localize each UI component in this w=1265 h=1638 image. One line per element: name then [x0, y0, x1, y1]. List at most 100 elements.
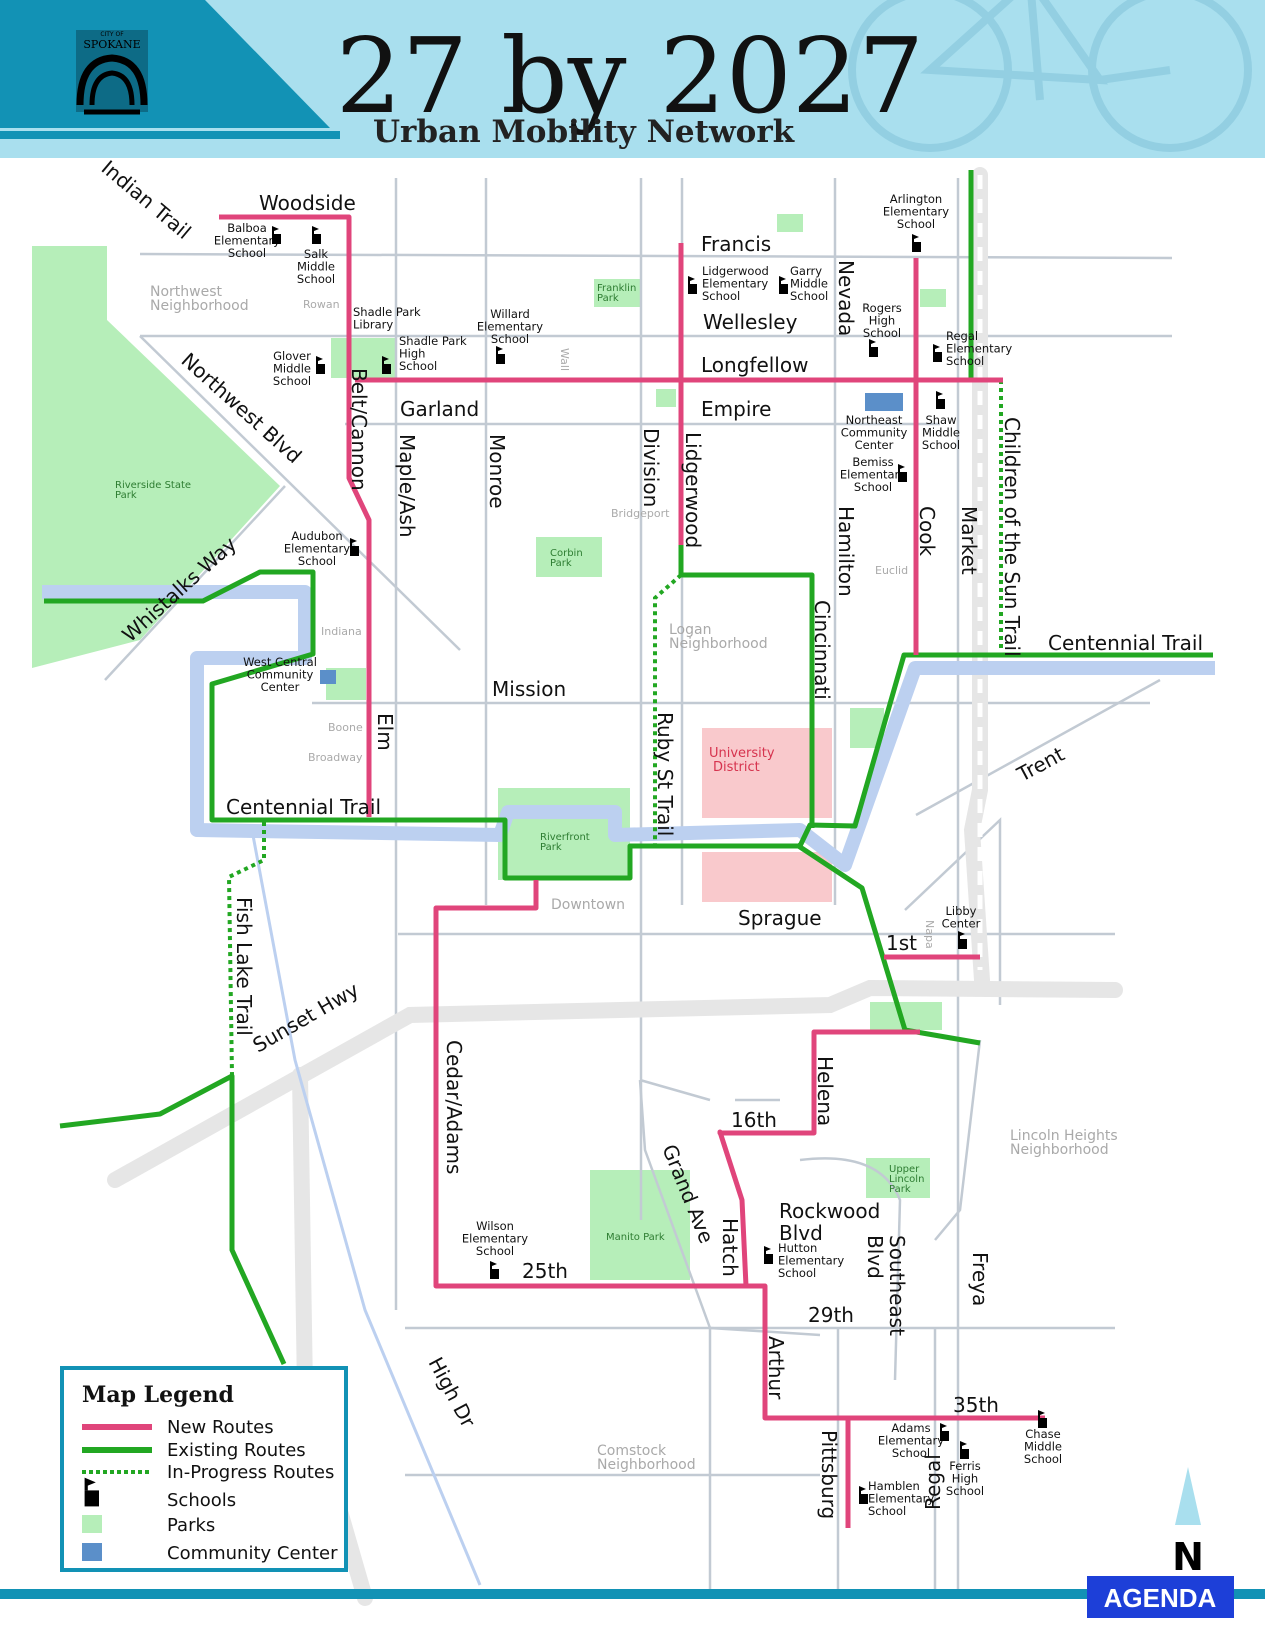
label-1st: 1st [886, 931, 917, 955]
map-legend: Map Legend New Routes Existing Routes In… [60, 1366, 348, 1572]
label-belt-cannon: Belt/Cannon [347, 368, 371, 491]
place-label: Willard [490, 307, 530, 321]
agenda-badge[interactable]: AGENDA [1087, 1576, 1234, 1618]
label-university-district: University [709, 746, 775, 761]
interstate-90 [107, 979, 1123, 1188]
place-label: School [892, 1446, 930, 1460]
park-upper-lincoln [866, 1158, 930, 1198]
legend-inprogress-routes: In-Progress Routes [167, 1462, 334, 1483]
legend-schools: Schools [167, 1490, 236, 1511]
north-arrow-icon [1175, 1467, 1201, 1525]
label-bridgeport: Bridgeport [611, 507, 670, 520]
label-16th: 16th [731, 1108, 777, 1132]
place-label: School [491, 332, 529, 346]
label-garland: Garland [400, 397, 479, 421]
label-corbin-park: Corbin [550, 548, 583, 559]
label-centennial-trail-west: Centennial Trail [226, 795, 381, 819]
label-children-of-the-sun-trail: Children of the Sun Trail [1000, 417, 1024, 657]
place-label: Salk [304, 247, 329, 261]
place-label: School [863, 326, 901, 340]
label-fish-lake-trail: Fish Lake Trail [232, 897, 256, 1036]
park-franklin [594, 279, 642, 307]
place-label: School [399, 359, 437, 373]
place-label: Audubon [291, 529, 342, 543]
west-central-community-center [320, 670, 336, 684]
school-icon [1038, 1410, 1047, 1428]
place-label: Garry [790, 264, 822, 278]
label-rockwood-blvd: Blvd [779, 1221, 823, 1245]
place-label: West Central [243, 655, 317, 669]
label-nevada: Nevada [834, 260, 858, 336]
school-icon [688, 276, 697, 294]
svg-text:CITY OF: CITY OF [100, 31, 124, 38]
place-label: School [273, 374, 311, 388]
agenda-badge-bg [1087, 1576, 1234, 1618]
place-label: Shadle Park [353, 305, 421, 319]
label-lincoln-heights: Lincoln Heights [1010, 1128, 1118, 1144]
label-helena: Helena [813, 1056, 837, 1126]
school-icon [312, 226, 321, 244]
label-indian-trail: Indian Trail [97, 155, 196, 243]
school-icon [779, 276, 788, 294]
label-monroe: Monroe [485, 434, 509, 509]
place-label: Elementary [883, 205, 949, 219]
place-label: School [1024, 1452, 1062, 1466]
place-label: Chase [1025, 1427, 1060, 1441]
place-label: Rogers [862, 301, 902, 315]
school-icon [496, 346, 505, 364]
park-small [656, 389, 676, 407]
label-cincinnati: Cincinnati [810, 600, 834, 700]
place-label: High [399, 347, 425, 361]
legend-box [60, 1366, 348, 1572]
page-title: 27 by 2027 [336, 15, 924, 137]
place-label: Elementary [284, 542, 350, 556]
agenda-label: AGENDA [1104, 1583, 1217, 1613]
svg-text:SPOKANE: SPOKANE [83, 38, 140, 51]
place-label: Middle [273, 362, 311, 376]
place-label: Elementary [840, 468, 906, 482]
label-cook: Cook [915, 506, 939, 556]
label-corbin-park-2: Park [550, 558, 572, 569]
label-35th: 35th [953, 1393, 999, 1417]
new-routes [219, 214, 1045, 1528]
label-university-district-2: District [713, 760, 760, 775]
place-label: School [922, 438, 960, 452]
place-label: Lidgerwood [702, 264, 769, 278]
label-indiana: Indiana [321, 625, 362, 638]
label-boone: Boone [328, 721, 363, 734]
place-label: School [897, 217, 935, 231]
label-rockwood: Rockwood [779, 1199, 880, 1223]
label-freya: Freya [968, 1252, 992, 1306]
park-small [777, 214, 803, 232]
spokane-logo: CITY OF SPOKANE [76, 30, 148, 115]
place-label: Libby [945, 904, 976, 918]
label-maple-ash: Maple/Ash [395, 434, 419, 538]
school-icon [350, 538, 359, 556]
park-small [920, 289, 946, 307]
place-label: Shaw [925, 413, 956, 427]
label-division: Division [639, 428, 663, 507]
school-icon [912, 234, 921, 252]
label-lincoln-heights-2: Neighborhood [1010, 1142, 1109, 1158]
place-label: Balboa [227, 221, 267, 235]
place-label: Middle [1024, 1440, 1062, 1454]
place-label: High [952, 1472, 978, 1486]
place-label: School [946, 354, 984, 368]
place-label: Community [247, 668, 314, 682]
label-manito-park: Manito Park [606, 1232, 665, 1243]
label-southeast-blvd: Blvd [863, 1235, 887, 1279]
label-broadway: Broadway [308, 751, 363, 764]
